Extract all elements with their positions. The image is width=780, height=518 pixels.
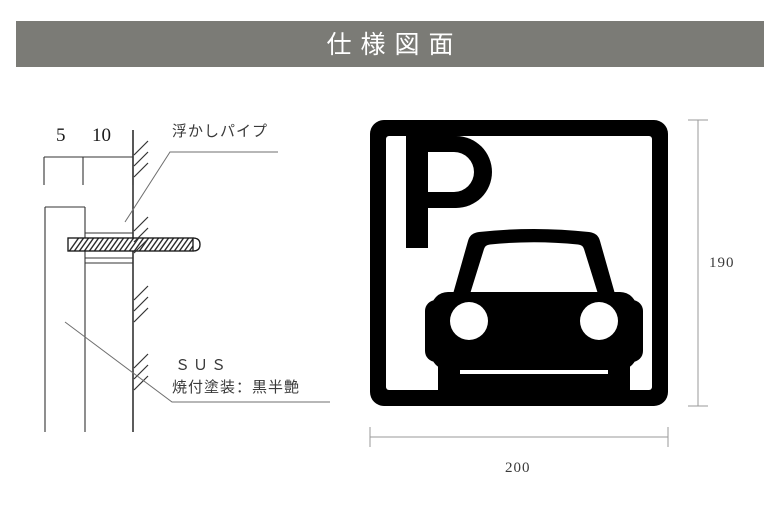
letter-p-glyph — [406, 136, 492, 248]
dimension-value-height: 190 — [709, 255, 735, 271]
page-title: 仕様図面 — [326, 29, 463, 59]
leader-line-material — [64, 321, 330, 403]
dimension-value-10: 10 — [92, 125, 111, 146]
car-front-icon — [425, 229, 643, 394]
plate-hatching — [68, 238, 193, 251]
headlight-right — [580, 302, 618, 340]
annotation-material-coating: 焼付塗装：黒半艶 — [172, 378, 301, 396]
wall-hatch-marks — [133, 140, 149, 391]
plate-end-border — [192, 237, 201, 252]
plate-border — [67, 237, 194, 252]
annotation-material-sus: ＳＵＳ — [175, 356, 230, 374]
dimension-value-width: 200 — [505, 460, 531, 476]
dimension-value-5: 5 — [56, 125, 66, 146]
annotation-standoff-pipe: 浮かしパイプ — [172, 122, 269, 140]
page-header-banner: 仕様図面 — [16, 21, 764, 67]
sign-dimension-lines — [369, 119, 708, 447]
headlight-left — [450, 302, 488, 340]
leader-line-standoff-pipe — [124, 151, 278, 223]
